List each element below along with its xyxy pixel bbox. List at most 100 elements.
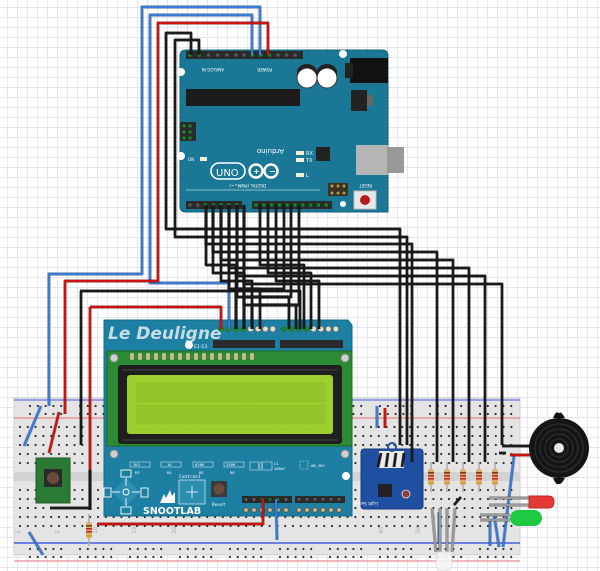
shield-pad — [296, 507, 302, 513]
rail-hole — [302, 555, 305, 559]
c1-ref: C1 — [274, 461, 279, 466]
breadboard-hole — [159, 524, 162, 528]
rail-hole — [186, 547, 189, 551]
an-joy-silk — [299, 460, 309, 470]
breadboard-hole — [455, 434, 458, 438]
rail-hole — [52, 555, 55, 559]
breadboard-hole — [455, 488, 458, 492]
piezo-buzzer[interactable] — [529, 409, 589, 488]
resistor-band — [492, 482, 498, 484]
rail-hole — [86, 412, 89, 416]
rail-hole — [394, 547, 397, 551]
rgb-led[interactable] — [435, 551, 453, 571]
reset-button-cap[interactable] — [360, 195, 370, 205]
lcd-shield[interactable]: Le Deuligne E1-13 3K3 R3 1K R4 620R R5 — [103, 319, 353, 517]
rail-hole — [78, 555, 82, 559]
breadboard-hole — [408, 425, 412, 429]
breadboard-hole — [26, 524, 29, 528]
lcd-char-cell — [219, 382, 231, 403]
breadboard-hole — [362, 434, 365, 438]
breadboard-hole — [424, 425, 427, 429]
pushbutton-module[interactable] — [35, 457, 71, 504]
shield-reset-cap[interactable] — [213, 483, 225, 495]
lcd-pad — [218, 353, 222, 360]
rail-hole — [336, 547, 339, 551]
resistor-band — [492, 472, 498, 474]
breadboard-hole — [377, 524, 380, 528]
svg-text:R6: R6 — [230, 470, 235, 475]
breadboard-hole — [479, 497, 482, 501]
resistor-band — [428, 475, 434, 477]
lcd-pad — [146, 353, 150, 360]
red-led[interactable] — [528, 495, 555, 509]
light-sensor-module[interactable]: Light Sensor — [353, 442, 424, 510]
rail-hole — [378, 547, 382, 551]
breadboard-hole — [26, 425, 29, 429]
rx-led — [296, 151, 304, 155]
breadboard-hole — [393, 425, 396, 429]
screw-icon — [340, 353, 350, 363]
breadboard-hole — [57, 524, 61, 528]
rail-hole — [494, 404, 497, 408]
usb-chip — [316, 147, 330, 161]
contrast-pot-cross-icon — [186, 486, 198, 498]
breadboard-hole — [354, 506, 357, 510]
lcd-pad — [186, 353, 190, 360]
rail-hole — [178, 555, 182, 559]
rail-hole — [160, 555, 163, 559]
signal-wire-black — [204, 205, 414, 462]
pushbutton-cap[interactable] — [47, 472, 59, 484]
digital-pin — [301, 203, 305, 207]
dc-power-jack — [350, 58, 388, 83]
breadboard-hole — [96, 515, 100, 519]
rail-hole — [402, 412, 405, 416]
digital-pin — [293, 203, 297, 207]
capacitor — [296, 67, 318, 89]
breadboard-hole — [377, 515, 380, 519]
green-led[interactable] — [510, 510, 542, 526]
voltage-regulator — [351, 90, 367, 111]
breadboard-hole — [362, 524, 365, 528]
rail-hole — [44, 412, 47, 416]
rail-hole — [294, 547, 297, 551]
breadboard-hole — [440, 425, 443, 429]
rail-hole — [60, 555, 63, 559]
rgb-led-body — [435, 551, 453, 571]
breadboard-hole — [369, 443, 373, 447]
breadboard-hole — [447, 524, 451, 528]
breadboard-hole — [42, 434, 45, 438]
rail-hole — [444, 412, 447, 416]
lcd-pad — [162, 353, 166, 360]
breadboard-hole — [486, 515, 490, 519]
lcd-char-cell — [230, 404, 242, 425]
rail-hole — [410, 547, 413, 551]
usb-connector-front — [387, 147, 404, 173]
shield-power-pin — [276, 498, 280, 501]
breadboard-hole — [486, 497, 490, 501]
breadboard-hole — [479, 515, 482, 519]
lcd-char-cell — [290, 404, 302, 425]
lcd-char-cell — [266, 404, 278, 425]
rail-hole — [294, 555, 297, 559]
shield-resistor-silk: 3K3 R3 1K R4 620R R5 330R R6 — [129, 461, 245, 475]
svg-text:+: + — [253, 167, 260, 176]
breadboard-hole — [455, 515, 458, 519]
breadboard-hole — [34, 425, 37, 429]
digital-pin — [188, 203, 192, 207]
breadboard-hole — [42, 515, 45, 519]
svg-text:−: − — [269, 167, 276, 176]
shield-power-pin — [268, 498, 272, 501]
bb-wire-blue — [27, 531, 45, 556]
rail-hole — [110, 547, 113, 551]
rail-hole — [94, 404, 97, 408]
breadboard-hole — [510, 524, 513, 528]
breadboard-hole — [73, 443, 76, 447]
resistors — [86, 462, 498, 546]
on-label: ON — [188, 157, 194, 162]
joystick-icon[interactable] — [103, 469, 149, 515]
contrast-label: Contrast — [179, 474, 201, 480]
uno-logo-text: UNO — [216, 168, 239, 179]
resistor-band — [86, 528, 92, 530]
grove-connector — [379, 451, 404, 468]
arduino-uno[interactable]: ANALOG IN POWER RX — [177, 49, 404, 213]
